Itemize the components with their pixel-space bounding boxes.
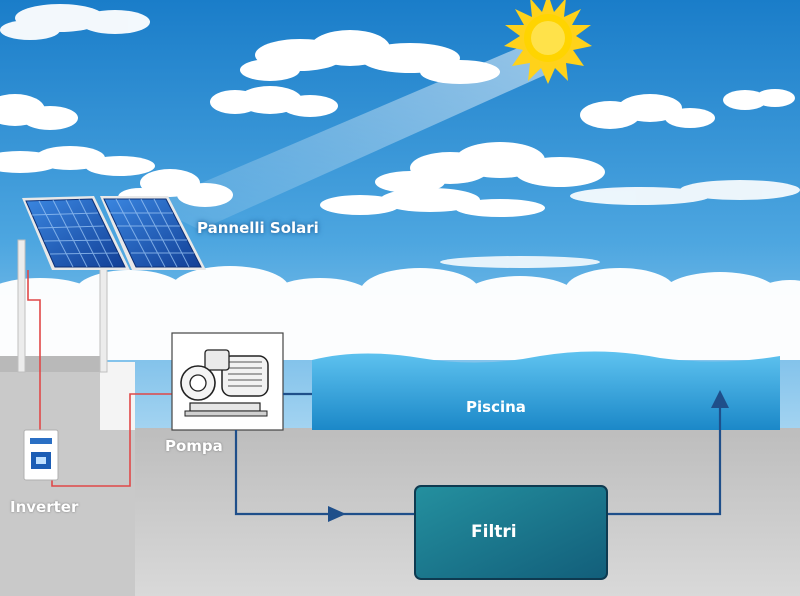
cloud [0,4,150,40]
cloud [0,146,155,176]
clouds [0,4,800,360]
water-pipes [234,392,722,516]
pool-label: Piscina [466,398,526,416]
white-slab [100,362,135,430]
sun-icon [504,0,592,84]
cloud-bank [0,266,800,360]
pump-icon [171,332,284,431]
cloud [723,89,795,110]
cloud [320,188,545,217]
solar-panels-label: Pannelli Solari [197,219,319,237]
cloud [240,30,500,84]
pool-water [312,351,780,430]
cloud [210,86,338,117]
inverter-label: Inverter [10,498,79,516]
filters-label: Filtri [471,522,517,542]
power-wires [27,270,178,487]
inverter-icon [23,429,59,481]
cloud [375,142,605,193]
cloud [440,256,600,268]
cloud [570,180,800,205]
cloud [0,94,78,130]
solar-panel-icon [22,196,130,270]
cloud [580,94,715,129]
solar-panel-icon [100,196,206,270]
flow-arrow-icon [328,390,729,522]
left-structure [0,370,135,596]
pump-label: Pompa [165,437,223,455]
filter-icon [414,485,608,580]
